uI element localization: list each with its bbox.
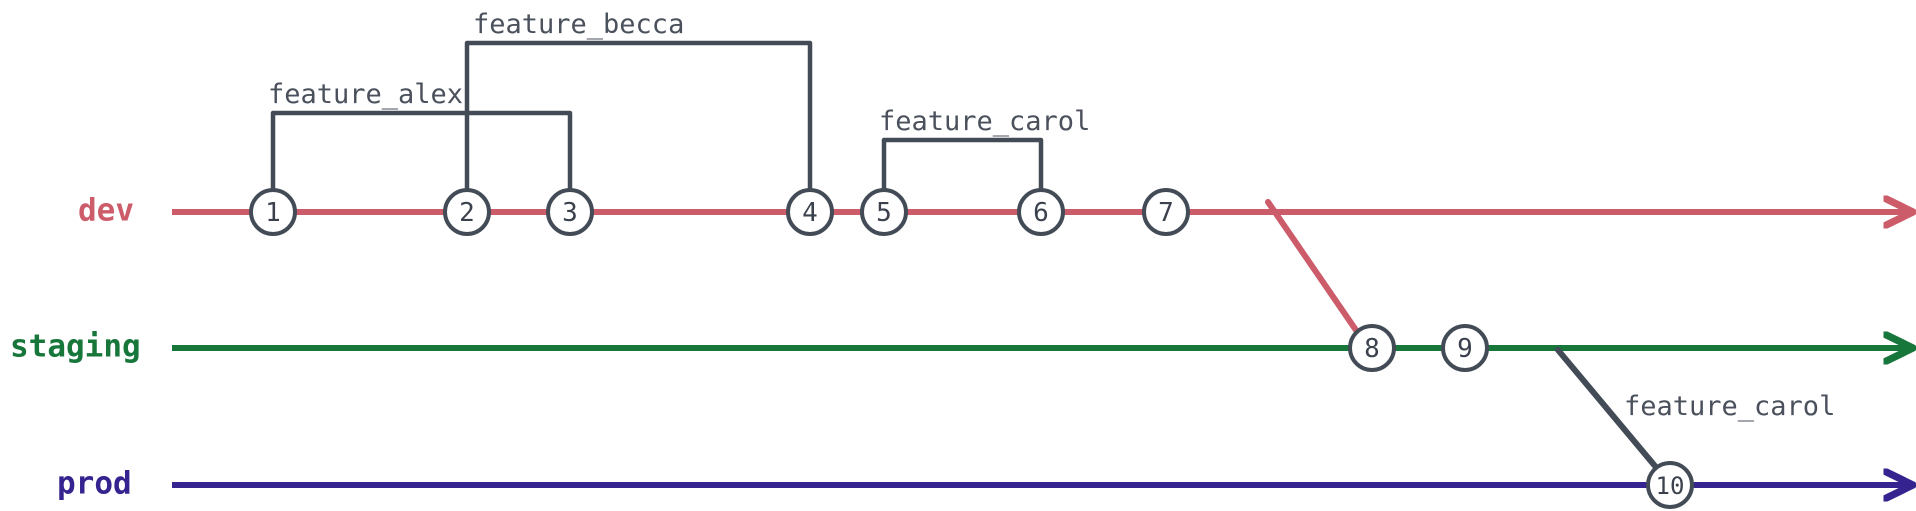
commit-number-5: 5 <box>876 198 892 228</box>
commit-node-9[interactable]: 9 <box>1441 324 1489 372</box>
commit-number-4: 4 <box>802 198 818 228</box>
commit-number-8: 8 <box>1364 334 1380 364</box>
commit-circle-9 <box>1441 324 1489 372</box>
commit-node-6[interactable]: 6 <box>1017 188 1065 236</box>
commit-node-5[interactable]: 5 <box>860 188 908 236</box>
commit-number-3: 3 <box>562 198 578 228</box>
commit-number-7: 7 <box>1158 198 1174 228</box>
commit-node-3[interactable]: 3 <box>546 188 594 236</box>
branch-label-prod: prod <box>57 466 132 502</box>
branch-label-staging: staging <box>10 329 141 365</box>
commit-node-7[interactable]: 7 <box>1142 188 1190 236</box>
commit-number-6: 6 <box>1033 198 1049 228</box>
commit-circle-8 <box>1348 324 1396 372</box>
commit-circle-7 <box>1142 188 1190 236</box>
feature-bracket-feature_becca: feature_becca <box>464 9 813 193</box>
commit-node-2[interactable]: 2 <box>443 188 491 236</box>
commit-circle-3 <box>546 188 594 236</box>
merge-line-dev-to-staging <box>1265 199 1363 339</box>
feature-label-feature_alex: feature_alex <box>268 79 463 110</box>
branch-label-dev: dev <box>78 193 134 229</box>
commit-number-1: 1 <box>265 198 281 228</box>
commit-circle-5 <box>860 188 908 236</box>
merge-lines <box>1265 199 1663 475</box>
commit-circle-4 <box>786 188 834 236</box>
commit-number-9: 9 <box>1457 334 1473 364</box>
commit-node-8[interactable]: 8 <box>1348 324 1396 372</box>
commit-node-10[interactable]: 10 <box>1646 461 1694 509</box>
commit-number-10: 10 <box>1656 472 1685 500</box>
feature-label-feature_becca: feature_becca <box>473 9 684 40</box>
merge-line-staging-to-prod <box>1555 347 1663 475</box>
bracket-path-feature_carol <box>881 137 1044 193</box>
commit-circle-10 <box>1646 461 1694 509</box>
commit-node-1[interactable]: 1 <box>249 188 297 236</box>
branch-rails <box>172 212 1908 485</box>
commit-nodes: 1 2 3 4 5 6 7 <box>249 188 1694 509</box>
feature-label-feature_carol-dev: feature_carol <box>879 106 1090 137</box>
commit-circle-1 <box>249 188 297 236</box>
feature-bracket-feature_carol: feature_carol <box>879 106 1090 193</box>
commit-circle-2 <box>443 188 491 236</box>
commit-number-2: 2 <box>459 198 475 228</box>
branch-labels: dev staging prod <box>10 193 141 502</box>
commit-circle-6 <box>1017 188 1065 236</box>
feature-label-feature_carol-prod: feature_carol <box>1624 391 1835 422</box>
feature-bracket-feature_alex: feature_alex <box>268 79 573 193</box>
bracket-path-feature_becca <box>464 40 813 193</box>
commit-node-4[interactable]: 4 <box>786 188 834 236</box>
bracket-path-feature_alex <box>270 110 573 193</box>
